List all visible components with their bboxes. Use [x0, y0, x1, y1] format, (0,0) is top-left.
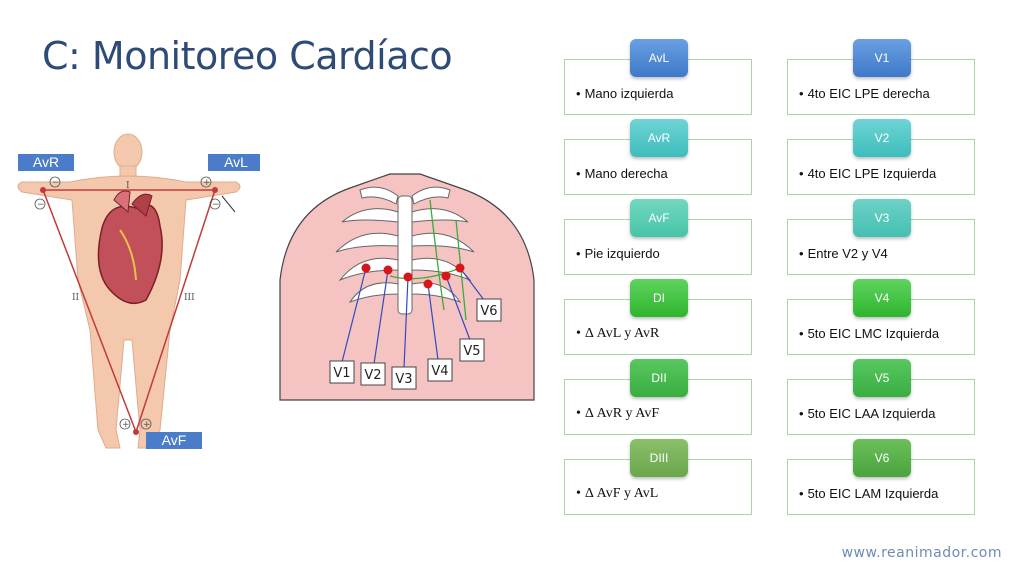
lead-description: •Pie izquierdo — [576, 246, 660, 261]
svg-text:−: − — [37, 200, 45, 210]
lead-description: •5to EIC LAM Izquierda — [799, 486, 939, 501]
lead-description: •Mano izquierda — [576, 86, 674, 101]
lead-tag-avl: AvL — [630, 39, 688, 77]
electrode-label-v4: V4 — [431, 364, 448, 379]
reference-lines — [389, 199, 467, 321]
electrode-avf — [133, 429, 139, 435]
lead-description-text: Mano derecha — [584, 166, 668, 181]
lead-description: •4to EIC LPE Izquierda — [799, 166, 937, 181]
electrode-avl — [212, 187, 218, 193]
lead-description-text: 5to EIC LAM Izquierda — [807, 486, 939, 501]
einthoven-figure: − − + − + + I II III AvR AvL AvF — [10, 130, 260, 465]
electrode-label-v1: V1 — [333, 366, 350, 381]
lead-description-text: 4to EIC LPE derecha — [807, 86, 930, 101]
lead-description: •Mano derecha — [576, 166, 668, 181]
lead-description: •Δ AvR y AvF — [576, 406, 660, 421]
avf-label: AvF — [162, 432, 187, 448]
einthoven-svg: − − + − + + I II III AvR AvL AvF — [17, 133, 260, 449]
lead-description: •Δ AvF y AvL — [576, 486, 659, 501]
avr-label-box — [18, 154, 74, 171]
lead-card-v4: •5to EIC LMC Izquierda V4 — [787, 279, 975, 355]
lead-tag-v4: V4 — [853, 279, 911, 317]
electrode-dots — [361, 263, 465, 289]
lead-description: •5to EIC LAA Izquierda — [799, 406, 936, 421]
lead-card-avl: •Mano izquierda AvL — [564, 39, 752, 115]
lead-tag-di: DI — [630, 279, 688, 317]
lead-tag-v5: V5 — [853, 359, 911, 397]
electrode-label-v6: V6 — [480, 304, 497, 319]
avf-label-box — [146, 432, 202, 449]
lead-card-dii: •Δ AvR y AvF DII — [564, 359, 752, 435]
lead-description: •4to EIC LPE derecha — [799, 86, 930, 101]
lead-card-v2: •4to EIC LPE Izquierda V2 — [787, 119, 975, 195]
svg-text:−: − — [52, 178, 60, 188]
lead-description: •Δ AvL y AvR — [576, 326, 660, 341]
lead-iii-label: III — [184, 293, 195, 303]
lead-tag-dii: DII — [630, 359, 688, 397]
electrode-label-boxes — [329, 298, 502, 390]
lead-tag-avr: AvR — [630, 119, 688, 157]
lead-card-diii: •Δ AvF y AvL DIII — [564, 439, 752, 515]
page-title: C: Monitoreo Cardíaco — [42, 34, 453, 78]
svg-text:+: + — [122, 420, 130, 430]
lead-description-text: Pie izquierdo — [584, 246, 660, 261]
body-silhouette — [17, 133, 241, 449]
lead-description-text: 5to EIC LAA Izquierda — [807, 406, 936, 421]
lead-description: •5to EIC LMC Izquierda — [799, 326, 940, 341]
footer-website: www.reanimador.com — [841, 545, 1002, 561]
electrode-label-v2: V2 — [364, 368, 381, 383]
lead-description-text: Mano izquierda — [584, 86, 674, 101]
heart-icon — [97, 190, 163, 305]
lead-card-v5: •5to EIC LAA Izquierda V5 — [787, 359, 975, 435]
avl-label: AvL — [224, 154, 248, 170]
lead-wires — [341, 267, 485, 369]
lead-tag-v1: V1 — [853, 39, 911, 77]
lead-card-avf: •Pie izquierdo AvF — [564, 199, 752, 275]
lead-ii-label: II — [72, 293, 80, 303]
lead-description-text: Δ AvL y AvR — [584, 326, 660, 341]
svg-text:+: + — [143, 420, 151, 430]
lead-tag-v3: V3 — [853, 199, 911, 237]
lead-tag-diii: DIII — [630, 439, 688, 477]
lead-i-label: I — [126, 181, 130, 191]
svg-text:+: + — [203, 178, 211, 188]
lead-description-text: 5to EIC LMC Izquierda — [807, 326, 940, 341]
lead-description-text: Δ AvR y AvF — [584, 406, 660, 421]
electrode-label-v5: V5 — [463, 344, 480, 359]
lead-tag-v6: V6 — [853, 439, 911, 477]
lead-description-text: Entre V2 y V4 — [807, 246, 888, 261]
lead-tag-avf: AvF — [630, 199, 688, 237]
avr-label: AvR — [33, 154, 59, 170]
lead-card-v6: •5to EIC LAM Izquierda V6 — [787, 439, 975, 515]
lead-card-v1: •4to EIC LPE derecha V1 — [787, 39, 975, 115]
svg-text:−: − — [212, 200, 220, 210]
lead-description: •Entre V2 y V4 — [799, 246, 888, 261]
lead-card-di: •Δ AvL y AvR DI — [564, 279, 752, 355]
avl-label-box — [208, 154, 260, 171]
precordial-svg: V1 V2 V3 V4 V5 V6 — [279, 173, 535, 401]
lead-description-text: 4to EIC LPE Izquierda — [807, 166, 937, 181]
electrode-avr — [40, 187, 46, 193]
einthoven-triangle — [42, 189, 216, 433]
lead-tag-v2: V2 — [853, 119, 911, 157]
lead-card-v3: •Entre V2 y V4 V3 — [787, 199, 975, 275]
precordial-figure: V1 V2 V3 V4 V5 V6 — [270, 160, 545, 410]
electrode-label-v3: V3 — [395, 372, 412, 387]
lead-description-text: Δ AvF y AvL — [584, 486, 659, 501]
polarity-signs: − − + − + + — [34, 176, 221, 430]
lead-card-avr: •Mano derecha AvR — [564, 119, 752, 195]
